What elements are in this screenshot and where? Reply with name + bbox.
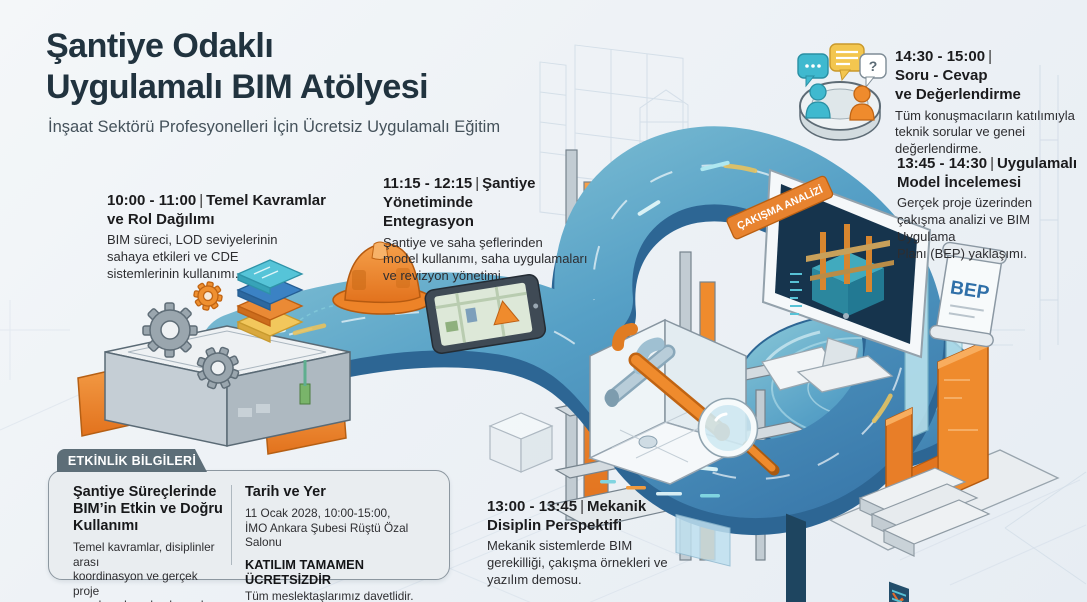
- bep-scroll-icon: BEP: [929, 241, 1008, 348]
- page-subtitle: İnşaat Sektörü Profesyonelleri İçin Ücre…: [48, 118, 501, 136]
- session-description: Tüm konuşmacıların katılımıyla teknik so…: [895, 107, 1075, 157]
- event-info-left-column: Şantiye Süreçlerinde BIM’in Etkin ve Doğ…: [73, 484, 225, 602]
- steps: [858, 467, 991, 557]
- separator: |: [475, 175, 480, 192]
- session-title: Uygulamalı Model İncelemesi: [897, 155, 1077, 192]
- title-line-2: Uygulamalı BIM Atölyesi: [46, 68, 429, 107]
- page-title: Şantiye Odaklı Uygulamalı BIM Atölyesi: [46, 26, 429, 109]
- session-title: Temel Kavramlar ve Rol Dağılımı: [107, 192, 326, 229]
- glass-cube: [488, 412, 554, 473]
- session-time: 13:00 - 13:45: [487, 498, 578, 515]
- session-temel-kavramlar: 10:00 - 11:00|Temel Kavramlar ve Rol Dağ…: [107, 191, 377, 283]
- screen-sidebar: [786, 513, 806, 602]
- session-time: 10:00 - 11:00: [107, 192, 197, 209]
- separator: |: [990, 155, 994, 172]
- session-description: Mekanik sistemlerde BIM gerekilliği, çak…: [487, 538, 668, 588]
- session-heading: 13:45 - 14:30|Uygulamalı Model İncelemes…: [897, 154, 1087, 192]
- session-time: 11:15 - 12:15: [383, 175, 473, 192]
- session-mekanik-disiplin: 13:00 - 13:45|Mekanik Disiplin Perspekti…: [487, 497, 717, 589]
- separator: |: [580, 498, 584, 515]
- session-heading: 10:00 - 11:00|Temel Kavramlar ve Rol Dağ…: [107, 191, 377, 229]
- session-heading: 11:15 - 12:15|Şantiye Yönetiminde Entegr…: [383, 174, 613, 232]
- platform-station: [77, 325, 351, 455]
- monitor-icon: [761, 168, 932, 602]
- event-info-box: Şantiye Süreçlerinde BIM’in Etkin ve Doğ…: [48, 470, 450, 602]
- session-time: 13:45 - 14:30: [897, 155, 988, 172]
- event-info-left-body: Temel kavramlar, disiplinler arası koord…: [73, 540, 215, 602]
- tablet-icon: [424, 273, 547, 354]
- session-title: Şantiye Yönetiminde Entegrasyon: [383, 175, 536, 231]
- divider: [231, 485, 232, 565]
- session-heading: 14:30 - 15:00| Soru - Cevap ve Değerlend…: [895, 47, 1085, 105]
- title-line-1: Şantiye Odaklı: [46, 27, 274, 65]
- session-title: Mekanik Disiplin Perspektifi: [487, 498, 647, 535]
- session-description: Gerçek proje üzerinden çakışma analizi v…: [897, 195, 1033, 262]
- session-title: Soru - Cevap ve Değerlendirme: [895, 67, 1021, 104]
- person-teal: [805, 83, 831, 119]
- session-description: BIM süreci, LOD seviyelerinin sahaya etk…: [107, 232, 278, 282]
- date-venue-body: 11 Ocak 2028, 10:00-15:00, İMO Ankara Şu…: [245, 506, 409, 549]
- event-info-right-column: Tarih ve Yer 11 Ocak 2028, 10:00-15:00, …: [245, 484, 437, 602]
- session-heading: 13:00 - 13:45|Mekanik Disiplin Perspekti…: [487, 497, 717, 535]
- free-admission-highlight: KATILIM TAMAMEN ÜCRETSİZDİR: [245, 557, 364, 588]
- magnifier-icon: [697, 397, 780, 476]
- separator: |: [988, 48, 992, 65]
- valve-icon: [299, 383, 311, 405]
- person-orange: [849, 85, 875, 121]
- event-info-tab: ETKİNLİK BİLGİLERİ: [57, 449, 207, 472]
- separator: |: [199, 192, 204, 209]
- speech-bubbles-icon: ?: [797, 43, 887, 89]
- session-soru-cevap: 14:30 - 15:00| Soru - Cevap ve Değerlend…: [895, 47, 1085, 158]
- svg-text:?: ?: [869, 58, 878, 74]
- session-model-incelemesi: 13:45 - 14:30|Uygulamalı Model İncelemes…: [897, 154, 1087, 263]
- date-venue-heading: Tarih ve Yer: [245, 484, 326, 500]
- hard-hat-icon: [332, 241, 432, 315]
- cone-icon: [493, 300, 520, 326]
- roundtable-icon: ?: [797, 43, 887, 141]
- event-info-left-heading: Şantiye Süreçlerinde BIM’in Etkin ve Doğ…: [73, 484, 223, 535]
- session-description: Şantiye ve saha şeflerinden model kullan…: [383, 234, 588, 284]
- gears-icon: [142, 281, 240, 390]
- screen-panel-right: [889, 581, 909, 602]
- session-santiye-yonetiminde: 11:15 - 12:15|Şantiye Yönetiminde Entegr…: [383, 174, 613, 285]
- session-time: 14:30 - 15:00: [895, 48, 986, 65]
- bim-model: [806, 224, 894, 316]
- layers-stack-icon: [236, 259, 304, 343]
- invitation-note: Tüm meslektaşlarımız davetlidir.: [245, 589, 414, 602]
